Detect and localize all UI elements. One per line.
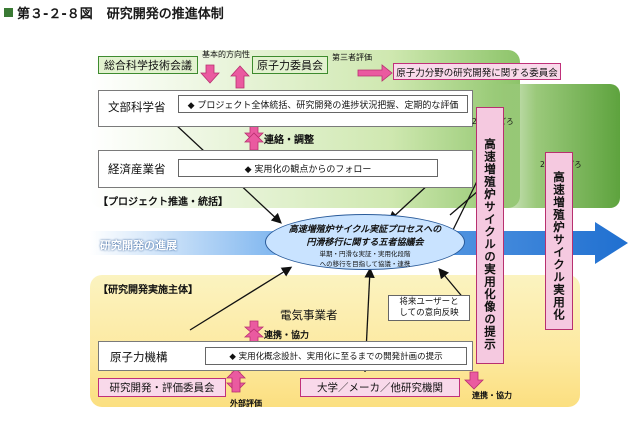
meti-label: 経済産業省 (108, 162, 166, 176)
basic-policy-arrow-up (230, 65, 250, 89)
council-sub-2: への移行を目指して協議・連携 (319, 260, 411, 268)
commercialization-bar: 高速増殖炉サイクル実用化 (545, 152, 573, 330)
project-section-label: 【プロジェクト推進・統括】 (98, 197, 228, 208)
basic-policy-label: 基本的方向性 (202, 50, 250, 59)
council-sub-1: 単期・円滑な実証・実用化段階 (319, 250, 411, 258)
council-box: 総合科学技術会議 (98, 56, 198, 74)
cooperation2-label: 連携・協力 (472, 391, 512, 400)
cooperation-label: 連携・協力 (264, 331, 310, 341)
basic-policy-arrow-down (200, 64, 220, 84)
title-marker-icon (4, 8, 13, 17)
council-title-2: 円滑移行に関する五者協議会 (306, 238, 424, 248)
third-party-eval-arrow (357, 64, 393, 82)
cooperation2-arrow (464, 371, 484, 390)
jaea-label: 原子力機構 (110, 350, 168, 364)
atomic-commission-box: 原子力委員会 (252, 56, 328, 74)
meti-to-council (388, 182, 431, 222)
liaison-label: 連絡・調整 (264, 135, 314, 146)
external-eval-arrow-up (226, 368, 246, 393)
mext-role: ◆ プロジェクト全体統括、研究開発の進捗状況把握、定期的な評価 (178, 95, 468, 113)
five-party-council: 高速増殖炉サイクル実証プロセスへの 円滑移行に関する五者協議会 単期・円滑な実証… (265, 214, 465, 270)
figure-title: 第３-２-８図研究開発の推進体制 (4, 3, 224, 22)
liaison-arrow-up (244, 132, 264, 151)
rd-committee-box: 原子力分野の研究開発に関する委員会 (393, 63, 561, 80)
third-party-eval-label: 第三者評価 (332, 53, 372, 62)
progress-label: 研究開発の進展 (100, 239, 177, 252)
future-user-box: 将来ユーザーと しての意向反映 (388, 295, 470, 321)
jaea-role: ◆ 実用化概念設計、実用化に至るまでの開発計画の提示 (205, 347, 467, 365)
external-eval-label: 外部評価 (230, 399, 262, 408)
council-title-1: 高速増殖炉サイクル実証プロセスへの (288, 225, 442, 235)
cooperation-arrow-down (243, 320, 265, 336)
rd-section-label: 【研究開発実施主体】 (98, 285, 198, 296)
vision-bar: 高速増殖炉サイクルの実用化像の提示 (476, 107, 504, 364)
eval-committee-box: 研究開発・評価委員会 (98, 378, 226, 397)
mext-label: 文部科学省 (108, 100, 166, 114)
meti-role: ◆ 実用化の観点からのフォロー (178, 159, 438, 177)
universities-box: 大学／メーカ／他研究機関 (300, 378, 460, 397)
jaea-to-council (189, 266, 293, 331)
utilities-label: 電気事業者 (280, 308, 338, 322)
